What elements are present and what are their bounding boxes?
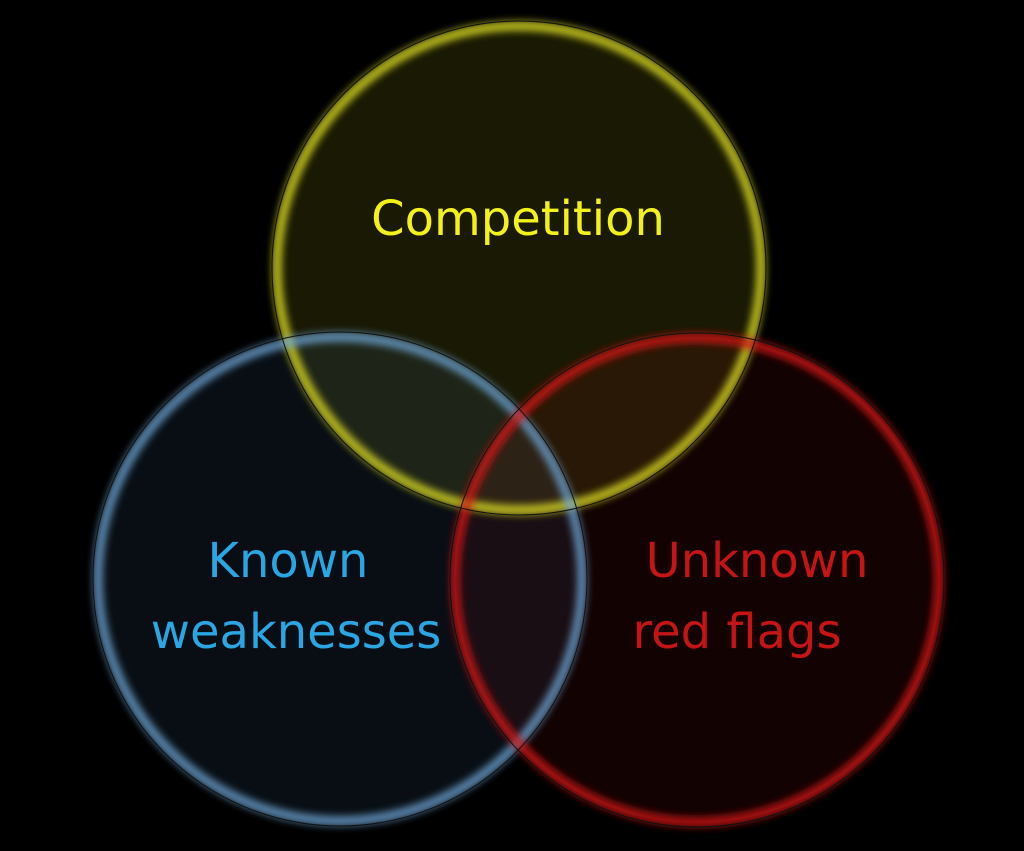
rim-known-weaknesses <box>93 332 587 826</box>
label-known-line2: weaknesses <box>151 604 442 660</box>
rim-competition <box>272 21 766 515</box>
label-known-line1: Known <box>208 533 369 589</box>
outline-competition <box>271 20 767 516</box>
rim-unknown-red-flags <box>450 333 944 827</box>
label-unknown-line2: red flags <box>632 604 841 660</box>
circle-unknown-red-flags <box>451 334 943 826</box>
circle-competition <box>273 22 765 514</box>
outline-known <box>92 331 588 827</box>
label-competition: Competition <box>371 191 665 247</box>
label-unknown-line1: Unknown <box>646 533 869 589</box>
outline-unknown <box>449 332 945 828</box>
circle-known-weaknesses <box>94 333 586 825</box>
